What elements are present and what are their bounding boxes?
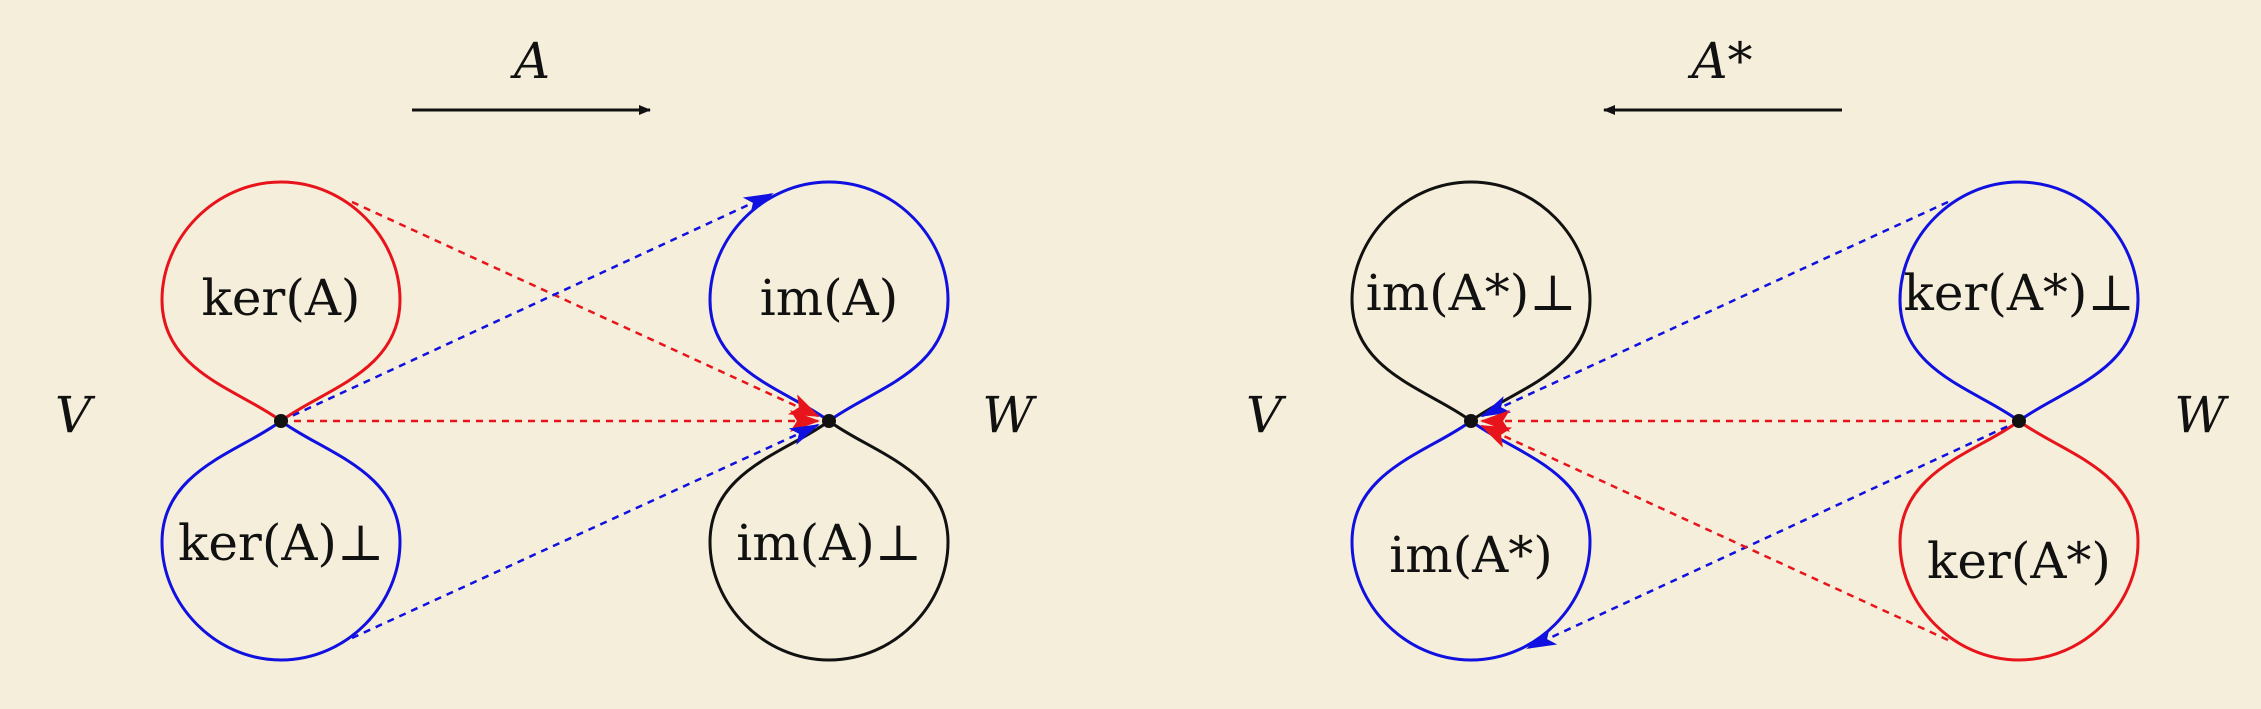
right-ker-label: ker(A*) — [1927, 532, 2111, 590]
left-im-loop — [708, 180, 950, 423]
right-ker-perp-label: ker(A*)⊥ — [1904, 264, 2135, 322]
left-im-label: im(A) — [760, 269, 899, 327]
left-im-perp-label: im(A)⊥ — [736, 514, 922, 572]
left-codomain-label: W — [982, 386, 1037, 444]
right-codomain-label: W — [2174, 386, 2229, 444]
left-diagram: A V W ker(A) ker(A)⊥ im(A) im(A)⊥ — [55, 32, 1037, 662]
left-ker-top-map — [351, 200, 820, 418]
right-w-node — [2012, 414, 2026, 428]
left-ker-perp-label: ker(A)⊥ — [178, 514, 384, 572]
right-im-perp-loop — [1350, 180, 1592, 423]
right-im-perp-label: im(A*)⊥ — [1366, 264, 1577, 322]
left-ker-loop — [160, 180, 402, 423]
left-domain-label: V — [55, 386, 96, 444]
left-im-perp-loop — [708, 419, 950, 662]
left-v-node — [274, 414, 288, 428]
left-w-node — [822, 414, 836, 428]
right-operator-label: A* — [1687, 32, 1752, 90]
right-v-node — [1464, 414, 1478, 428]
right-im-loop — [1350, 419, 1592, 662]
right-domain-label: V — [1246, 386, 1287, 444]
left-operator-label: A — [510, 32, 550, 90]
left-ker-perp-loop — [160, 419, 402, 662]
right-diagram: A* V W im(A*)⊥ im(A*) ker(A*)⊥ ker(A*) — [1246, 32, 2229, 662]
left-ker-label: ker(A) — [202, 269, 361, 327]
right-im-label: im(A*) — [1389, 526, 1553, 584]
right-ker-loop — [1898, 419, 2140, 662]
right-ker-perp-loop — [1898, 180, 2140, 423]
